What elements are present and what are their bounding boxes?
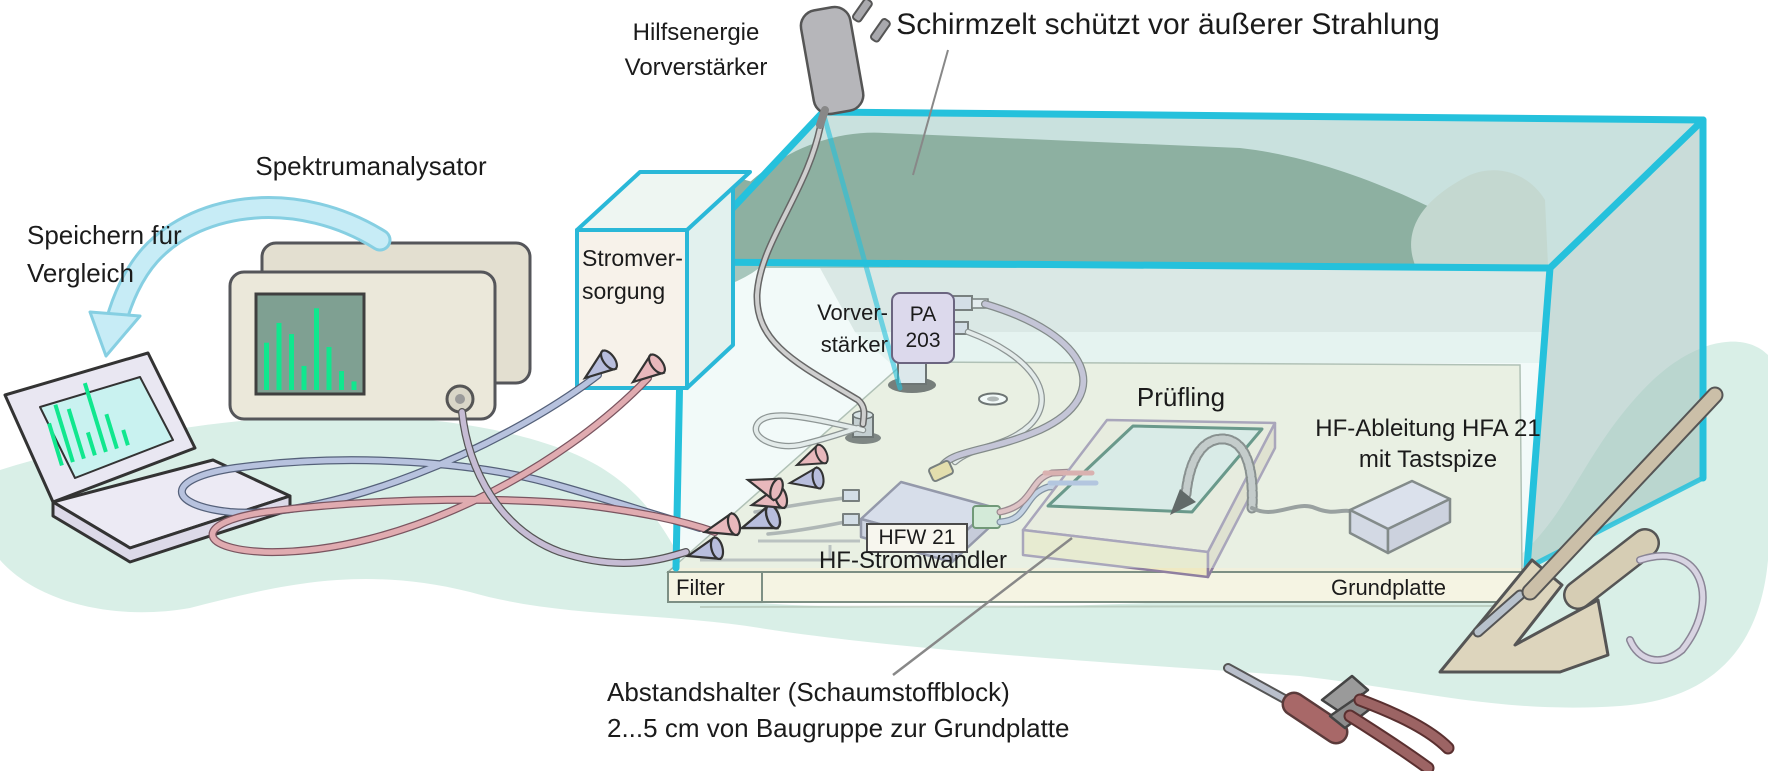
page-title: Schirmzelt schützt vor äußerer Strahlung — [896, 8, 1440, 41]
shield-tent-body — [613, 112, 1703, 568]
label-grundplatte: Grundplatte — [1331, 575, 1446, 600]
base-plate-front — [667, 571, 1523, 603]
label-abstandshalter: Abstandshalter (Schaumstoffblock) 2...5 … — [607, 677, 1070, 743]
laptop-screen — [39, 376, 174, 479]
tent-drape-highlight — [1411, 170, 1548, 265]
hfw-yellow-connector — [928, 459, 954, 483]
save-arrow-icon — [88, 196, 392, 358]
label-stromversorgung: Stromver- sorgung — [582, 245, 683, 304]
laptop-spectrum-bars — [47, 382, 130, 466]
soldering-iron-stand — [1438, 558, 1610, 674]
label-speichern: Speichern für Vergleich — [27, 220, 182, 288]
title-leader-line — [912, 49, 949, 176]
screwdriver-icon — [1223, 663, 1349, 745]
analyzer-spectrum-bars — [264, 308, 357, 390]
label-vorverstaerker: Vorver- stärker — [817, 300, 888, 357]
pliers-icon — [1320, 674, 1455, 771]
preamp-pa203-box: PA 203 — [891, 292, 955, 364]
hfw21-label-box: HFW 21 — [866, 523, 968, 553]
spectrum-analyzer — [228, 241, 532, 421]
tent-drape — [640, 132, 1548, 268]
cables — [178, 114, 868, 567]
probe-arrowhead — [1170, 489, 1196, 515]
label-hilfsenergie: Hilfsenergie Vorverstärker — [624, 19, 768, 81]
label-spektrumanalysator: Spektrumanalysator — [255, 151, 487, 181]
analyzer-screen — [254, 292, 366, 396]
laptop — [3, 351, 292, 564]
label-pruefling: Prüfling — [1136, 382, 1226, 412]
label-hf-stromwandler: HF-Stromwandler — [818, 547, 1008, 574]
hf-ableitung-box — [1348, 479, 1452, 555]
hfw-green-connector — [972, 505, 1001, 529]
soldering-iron-icon — [1438, 386, 1724, 674]
label-filter: Filter — [676, 575, 725, 600]
probe-coil — [1180, 433, 1357, 514]
spacer-leader-line — [892, 537, 1073, 676]
tent-interior — [666, 268, 1550, 608]
power-plug-icon — [799, 0, 891, 129]
feedthrough-ring — [978, 392, 1008, 406]
ground-blob — [0, 341, 1768, 708]
label-hf-ableitung: HF-Ableitung HFA 21 mit Tastspize — [1315, 415, 1541, 473]
